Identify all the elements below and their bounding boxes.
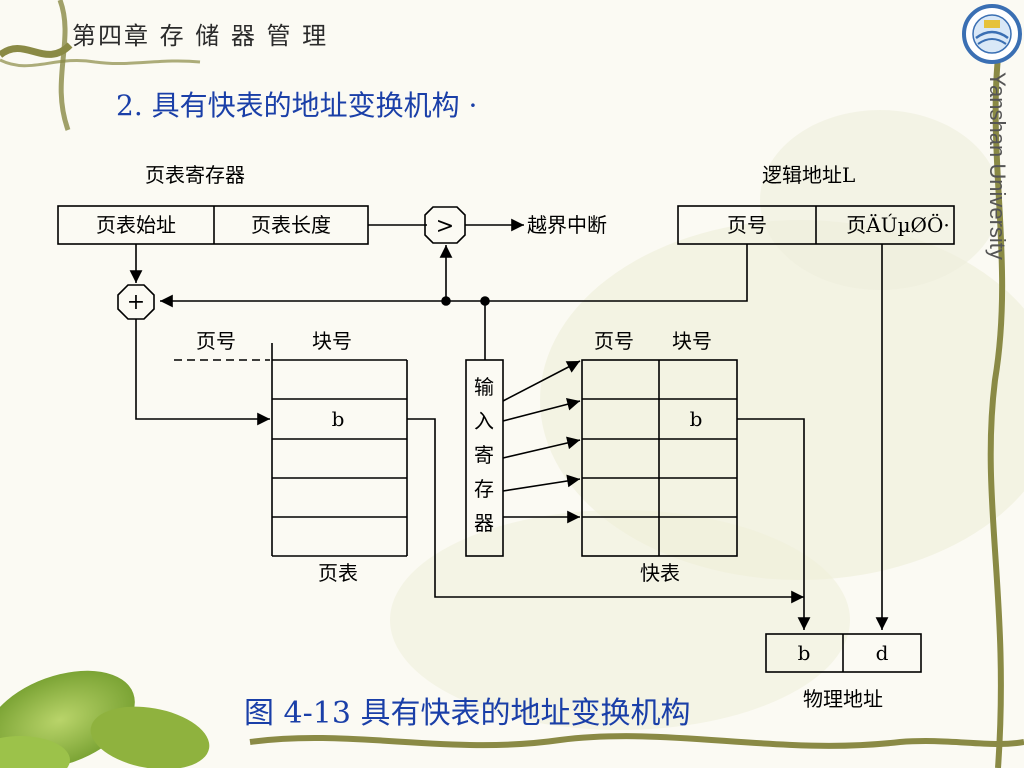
page-table-label: 页表 (318, 561, 358, 585)
section-title: 2. 具有快表的地址变换机构 · (116, 89, 478, 122)
figure-caption: 图 4-13 具有快表的地址变换机构 (244, 696, 691, 731)
chapter-title: 第四章 存 储 器 管 理 (72, 22, 329, 50)
leaf-decoration (0, 670, 210, 768)
tlb-col-page: 页号 (594, 329, 634, 353)
input-register-char-2: 入 (474, 409, 494, 433)
pt-block-value: b (332, 407, 345, 431)
adder-symbol: + (127, 290, 145, 315)
input-register-char-3: 寄 (474, 443, 494, 467)
input-register-char-4: 存 (474, 477, 494, 501)
phys-offset-cell: d (876, 641, 889, 665)
logical-page-number-cell: 页号 (727, 213, 767, 237)
pt-col-page: 页号 (196, 329, 236, 353)
vine-bottom (249, 733, 1024, 749)
ptr-length-cell: 页表长度 (251, 213, 331, 237)
tlb-label: 快表 (640, 561, 680, 585)
phys-block-cell: b (798, 641, 811, 665)
tlb-table (581, 359, 738, 557)
adder (117, 284, 155, 320)
page-table (271, 343, 408, 557)
input-register-char-1: 输 (474, 375, 494, 399)
input-register-char-5: 器 (474, 511, 494, 535)
university-logo-icon (962, 4, 1022, 64)
ptr-start-cell: 页表始址 (96, 213, 176, 237)
comparator-symbol: > (436, 214, 454, 239)
logical-offset-cell: 页ÄÚµØÖ· (846, 212, 949, 237)
logical-address-label: 逻辑地址L (762, 163, 855, 187)
vine-right (987, 39, 1006, 768)
physical-address-label: 物理地址 (803, 687, 883, 711)
tlb-col-block: 块号 (672, 329, 712, 353)
pt-col-block: 块号 (312, 329, 352, 353)
tlb-block-value: b (690, 407, 703, 431)
ptr-label: 页表寄存器 (145, 163, 245, 187)
comparator (424, 206, 466, 244)
overflow-interrupt-label: 越界中断 (527, 213, 607, 237)
